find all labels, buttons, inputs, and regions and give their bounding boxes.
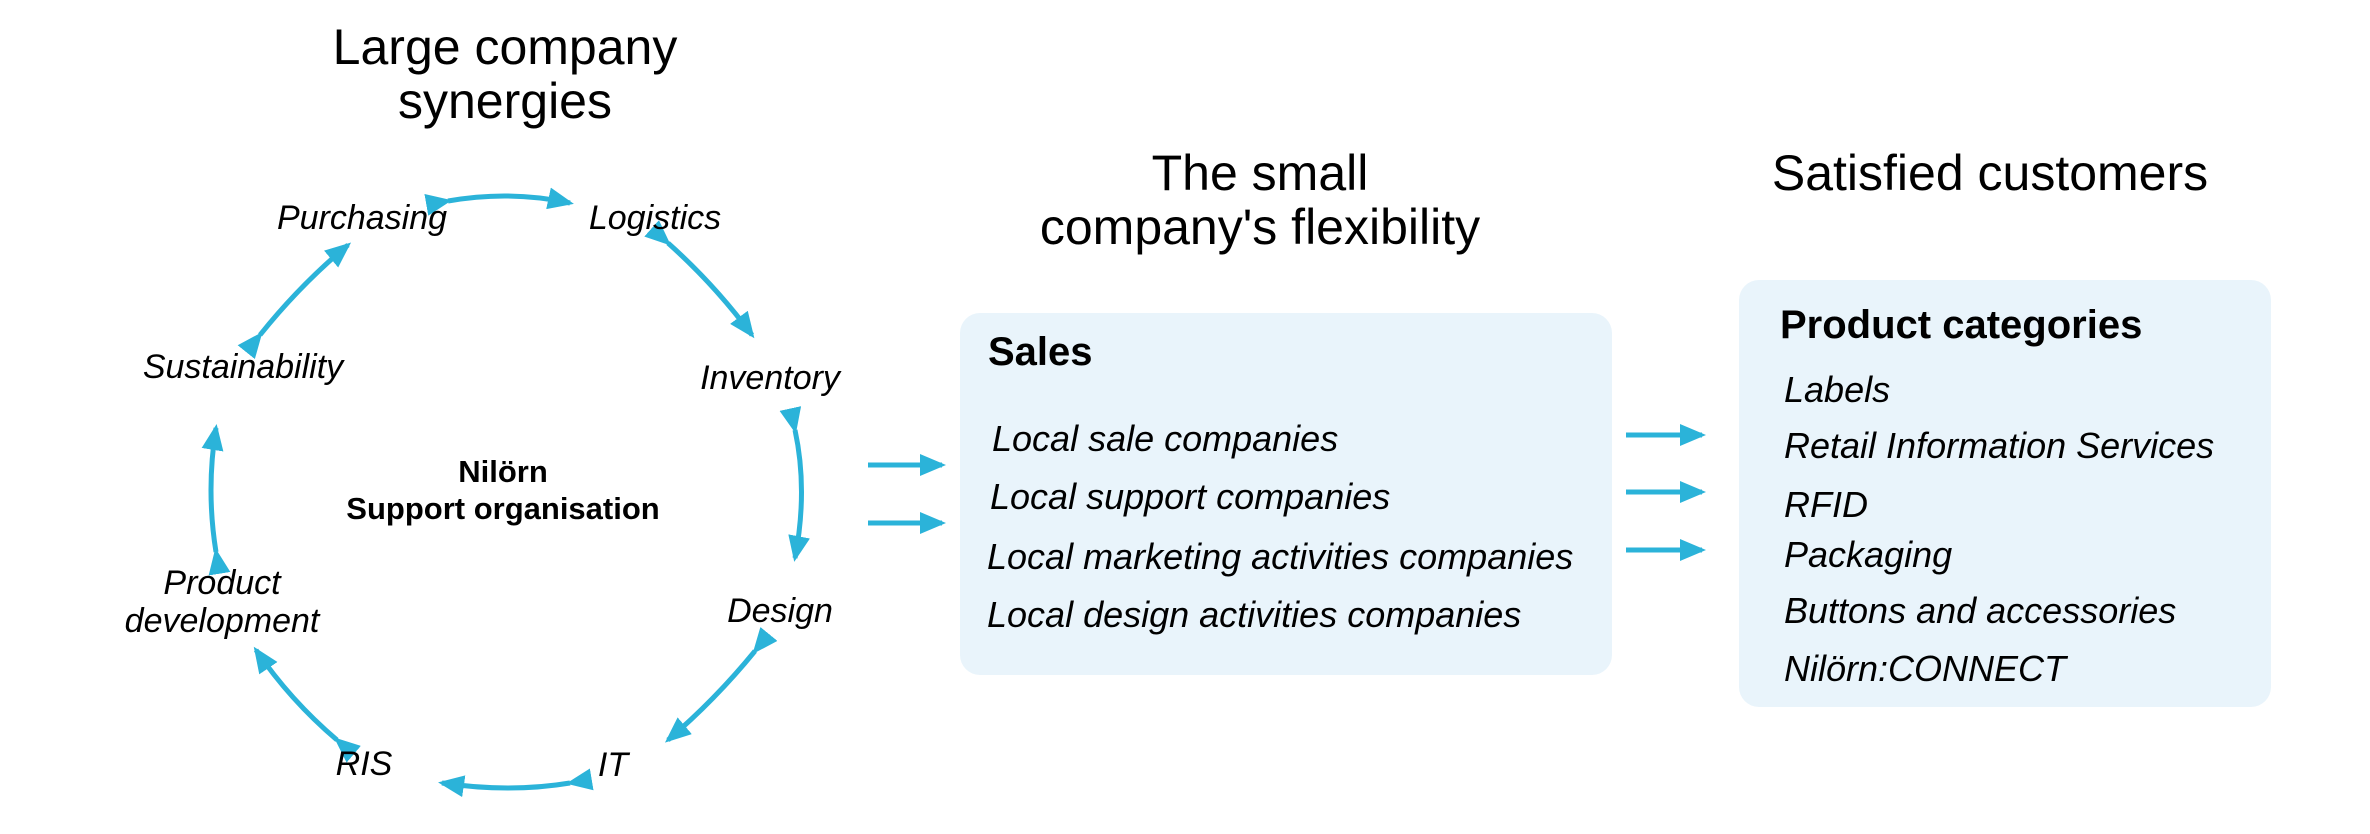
heading-customers: Satisfied customers — [1771, 145, 2209, 201]
cycle-arrow-design-it — [664, 627, 778, 743]
product-item-2: Retail Information Services — [1784, 425, 2215, 466]
cycle-center-line-1: Nilörn — [458, 454, 548, 489]
product-item-3: RFID — [1784, 484, 1868, 525]
cycle-arrow-it-ris — [438, 768, 594, 798]
cycle-arrow-inventory-design — [779, 406, 810, 562]
products-box-title: Product categories — [1780, 303, 2143, 347]
cycle-arrow-logistics-inventory — [644, 220, 755, 339]
product-item-6: Nilörn:CONNECT — [1784, 648, 2067, 689]
sales-item-3: Local marketing activities companies — [987, 536, 1574, 577]
node-logistics: Logistics — [588, 199, 722, 237]
sales-item-1: Local sale companies — [992, 418, 1339, 459]
product-item-5: Buttons and accessories — [1784, 590, 2177, 631]
heading-synergies-line-1: Large company — [332, 19, 678, 75]
product-item-4: Packaging — [1784, 534, 1953, 575]
node-it: IT — [597, 746, 629, 784]
sales-item-4: Local design activities companies — [987, 594, 1522, 635]
heading-flexibility-line-2: company's flexibility — [1039, 199, 1481, 255]
cycle-arrow-productdev-sustainability — [201, 424, 231, 576]
sales-box-title: Sales — [988, 330, 1093, 374]
node-inventory: Inventory — [700, 359, 840, 397]
node-design: Design — [727, 592, 833, 630]
node-product-development-line-1: Product — [163, 564, 281, 602]
node-sustainability: Sustainability — [142, 348, 344, 386]
sales-item-2: Local support companies — [990, 476, 1391, 517]
cycle-arrow-ris-productdev — [253, 646, 361, 763]
cycle-center-label: Nilörn Support organisation — [346, 453, 659, 527]
sales-box: Sales Local sale companies Local support… — [960, 313, 1612, 675]
cycle-center-line-2: Support organisation — [346, 491, 660, 526]
node-ris: RIS — [335, 745, 393, 783]
products-box: Product categories Labels Retail Informa… — [1739, 280, 2271, 707]
node-product-development-line-2: development — [124, 602, 320, 640]
node-purchasing: Purchasing — [276, 199, 448, 237]
heading-flexibility-line-1: The small — [1151, 145, 1369, 201]
heading-synergies: Large company synergies — [275, 20, 735, 128]
product-item-1: Labels — [1784, 369, 1891, 410]
heading-synergies-line-2: synergies — [398, 73, 612, 129]
heading-flexibility: The small company's flexibility — [1000, 146, 1520, 254]
cycle-arrow-sustainability-purchasing — [237, 242, 352, 360]
cycle-arrow-purchasing-logistics — [424, 187, 574, 216]
node-product-development: Product development — [125, 564, 320, 640]
